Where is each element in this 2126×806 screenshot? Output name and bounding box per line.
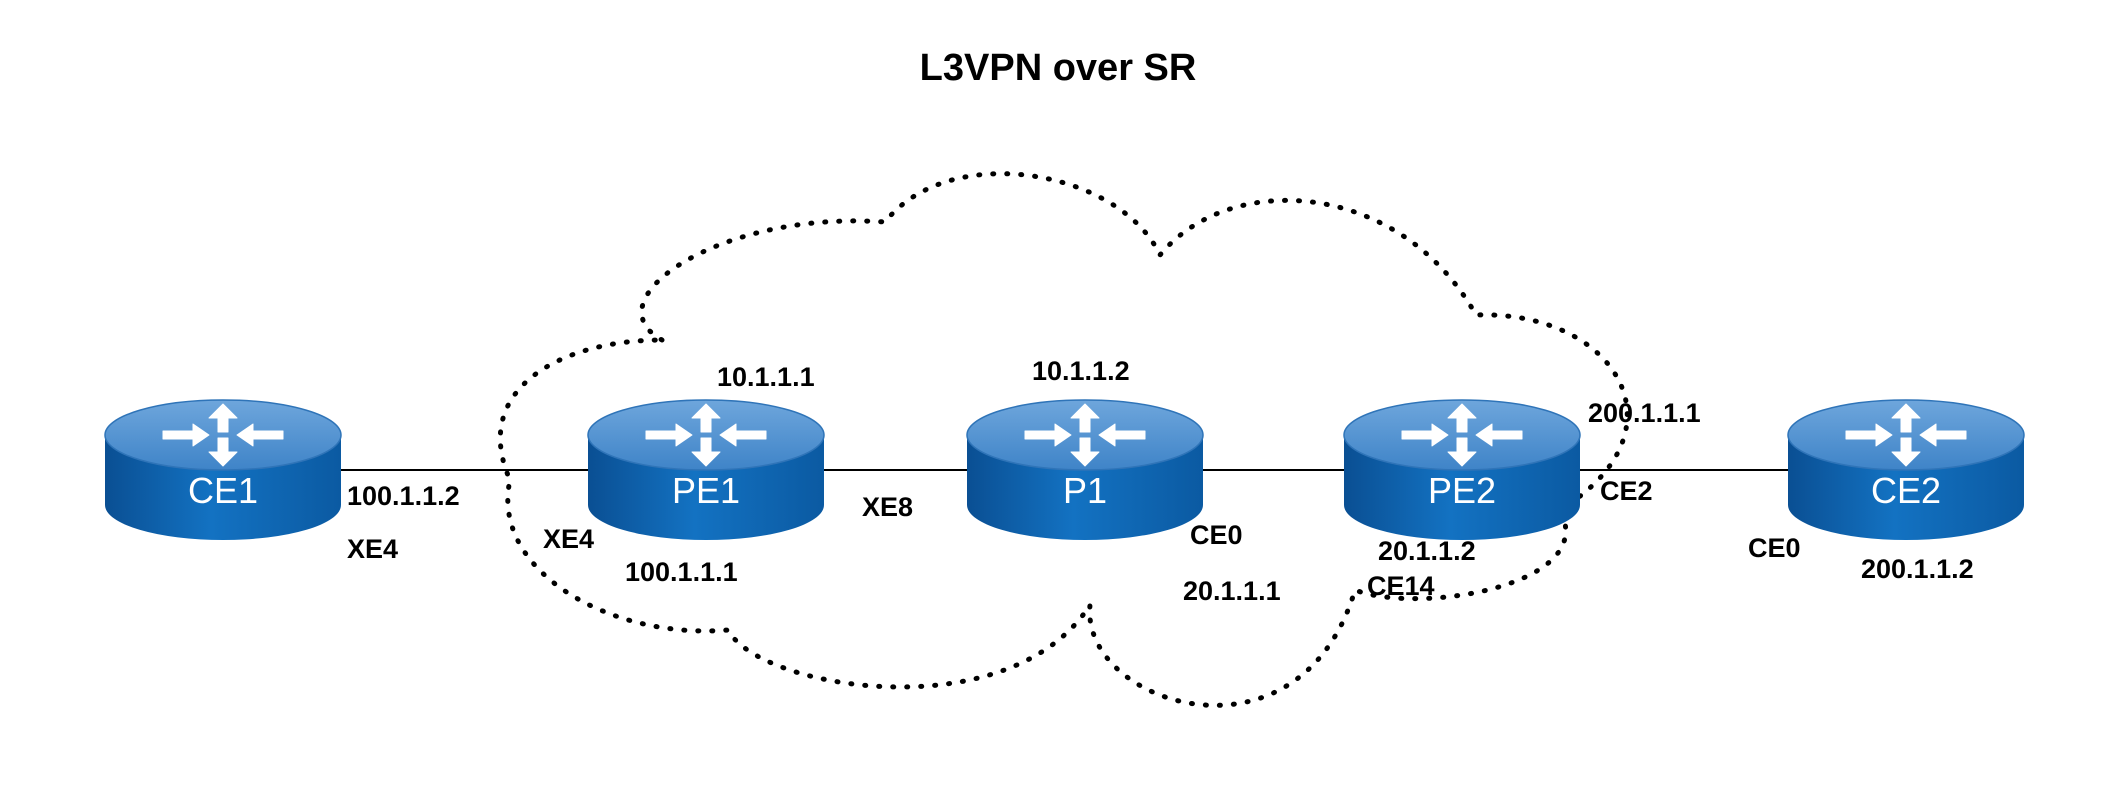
router-pe2-label: PE2 — [1428, 470, 1496, 511]
p1-loopback-label: 10.1.1.2 — [1032, 356, 1130, 386]
router-pe2[interactable]: PE2 — [1343, 399, 1581, 541]
router-ce2-label: CE2 — [1871, 470, 1941, 511]
router-pe1-label: PE1 — [672, 470, 740, 511]
diagram-title: L3VPN over SR — [920, 47, 1197, 89]
pe1-right-interface-label: XE8 — [862, 492, 913, 522]
router-ce1[interactable]: CE1 — [104, 399, 342, 541]
pe1-left-ip-label: 100.1.1.1 — [625, 557, 738, 587]
p1-right-interface-label: CE0 — [1190, 520, 1243, 550]
network-cloud — [497, 171, 1630, 708]
interface-labels: 100.1.1.2 XE4 XE4 100.1.1.1 10.1.1.1 XE8… — [347, 356, 1974, 606]
pe1-left-interface-label: XE4 — [543, 524, 594, 554]
pe2-right-interface-label: CE2 — [1600, 476, 1653, 506]
router-pe1[interactable]: PE1 — [587, 399, 825, 541]
router-p1[interactable]: P1 — [966, 399, 1204, 541]
pe1-loopback-label: 10.1.1.1 — [717, 362, 815, 392]
ce1-ip-label: 100.1.1.2 — [347, 481, 460, 511]
router-ce1-label: CE1 — [188, 470, 258, 511]
p1-right-ip-label: 20.1.1.1 — [1183, 576, 1281, 606]
ce1-interface-label: XE4 — [347, 534, 398, 564]
router-ce2[interactable]: CE2 — [1787, 399, 2025, 541]
ce2-interface-label: CE0 — [1748, 533, 1801, 563]
router-p1-label: P1 — [1063, 470, 1107, 511]
pe2-loopback-label: 200.1.1.1 — [1588, 398, 1701, 428]
ce2-ip-label: 200.1.1.2 — [1861, 554, 1974, 584]
pe2-left-interface-label: CE14 — [1367, 571, 1435, 601]
pe2-left-ip-label: 20.1.1.2 — [1378, 536, 1476, 566]
